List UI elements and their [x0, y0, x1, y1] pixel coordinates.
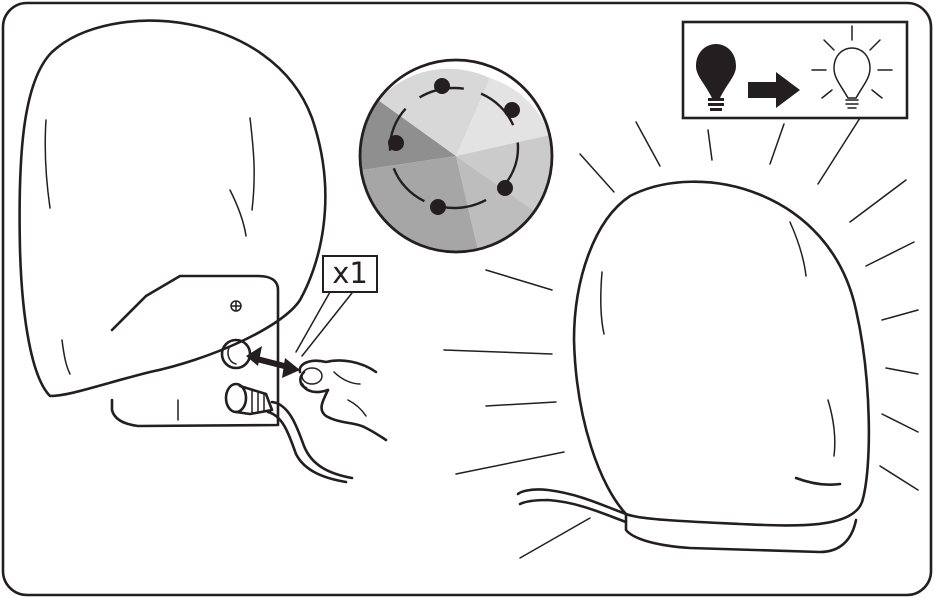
press-direction-arrow — [246, 346, 300, 378]
finger-hand — [298, 359, 388, 442]
press-count-label: x1 — [322, 255, 378, 293]
screw-icon — [230, 300, 242, 312]
lightbulb-off-icon — [696, 44, 736, 111]
lamp-rear-view — [18, 19, 388, 484]
lamp-shade-right — [572, 180, 871, 527]
glow-rays — [443, 117, 919, 559]
lamp-shade-left — [18, 19, 327, 398]
arrow-right-icon — [748, 72, 800, 108]
dc-plug-icon — [224, 382, 354, 484]
color-wheel — [358, 58, 554, 254]
color-wheel-dot-ring — [388, 78, 520, 215]
lightbulb-on-icon — [811, 25, 893, 109]
lamp-glowing — [516, 180, 871, 554]
press-count-box: x1 — [322, 255, 378, 293]
lamp-base-left — [110, 274, 280, 428]
bulb-indicator-box — [681, 20, 909, 120]
